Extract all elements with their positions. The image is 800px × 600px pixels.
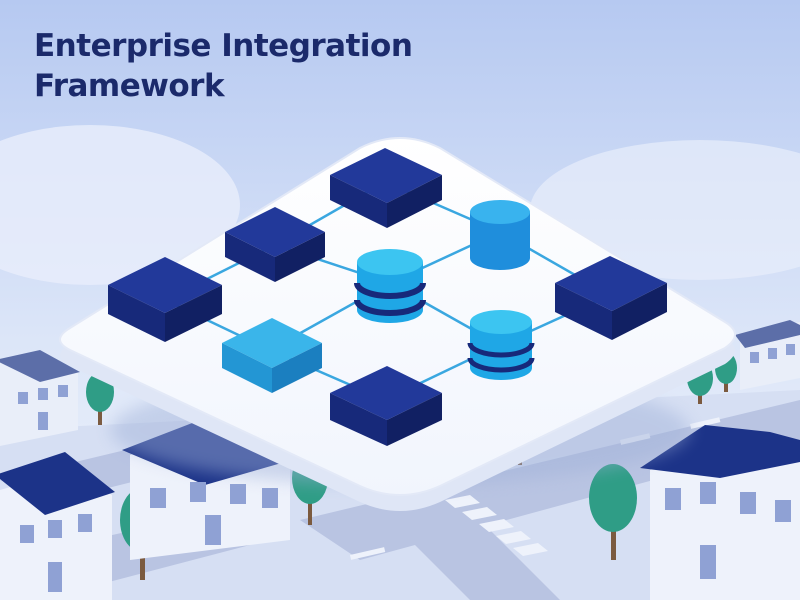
network-node-icon [222,318,322,393]
cloud-shape [0,125,240,285]
title-line-1: Enterprise Integration [34,28,413,64]
page-title: Enterprise Integration Framework [34,26,413,106]
server-block-icon [330,148,442,228]
house-icon [640,425,800,600]
database-icon [470,200,530,270]
tree-icon [589,464,637,560]
server-block-icon [225,207,325,282]
house-icon [0,350,80,446]
server-block-icon [108,257,222,342]
house-icon [0,452,115,600]
house-icon [735,320,800,390]
database-icon [467,310,535,380]
server-block-icon [330,366,442,446]
title-line-2: Framework [34,68,225,104]
database-icon [354,249,426,323]
server-block-icon [555,256,667,340]
crosswalk [445,495,548,556]
